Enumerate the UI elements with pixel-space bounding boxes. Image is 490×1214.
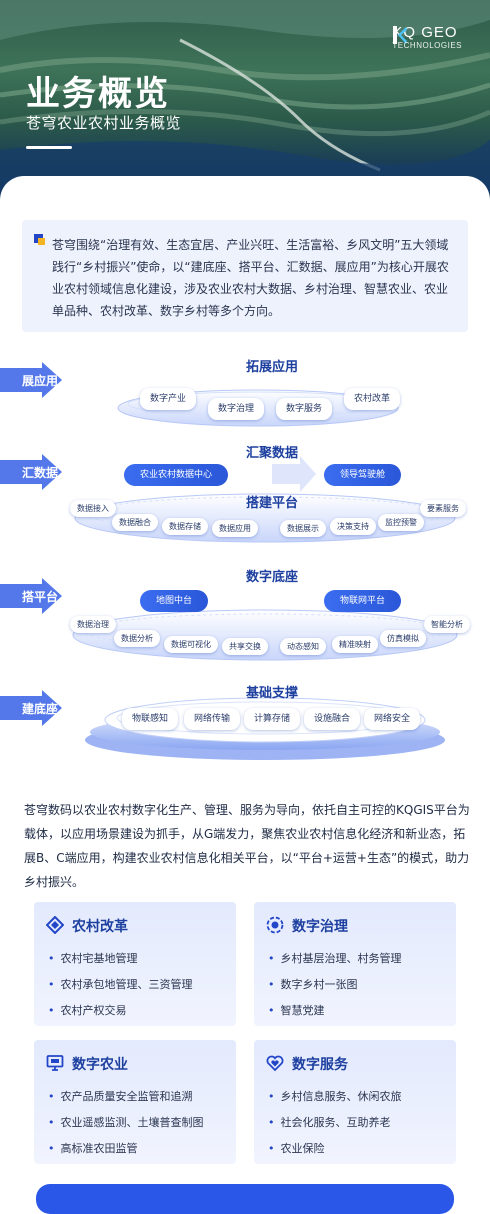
- map-platform-badge: 地图中台: [140, 590, 209, 612]
- layer-item: 监控预警: [378, 514, 424, 531]
- card-title: 数字治理: [292, 919, 348, 935]
- layer-item: 数据接入: [70, 500, 116, 517]
- layer-item: 精准映射: [332, 636, 378, 653]
- layer-item: 数据应用: [212, 520, 258, 537]
- intro-bullet-accent-icon: [38, 238, 45, 245]
- list-item: 乡村基层治理、村务管理: [268, 946, 402, 972]
- arrow-label-platform: 搭平台: [22, 590, 59, 604]
- list-item: 社会化服务、互助养老: [268, 1110, 402, 1136]
- layer-title-foundation: 数字底座: [245, 570, 298, 585]
- layer-title-data: 汇聚数据: [245, 446, 298, 461]
- layer-item: 数据存储: [162, 518, 208, 535]
- page-title: 业务概览: [26, 74, 170, 114]
- layer-item: 数字服务: [276, 398, 333, 420]
- layer-item: 网络安全: [364, 708, 421, 730]
- layer-item: 数字治理: [208, 398, 265, 420]
- monitor-icon: [46, 1055, 64, 1071]
- layer-item: 数据治理: [70, 616, 116, 633]
- layer-item: 动态感知: [280, 638, 326, 655]
- layer-item: 农村改革: [344, 388, 401, 410]
- layer-item: 数据融合: [112, 514, 158, 531]
- card-list: 乡村信息服务、休闲农旅 社会化服务、互助养老 农业保险: [268, 1084, 402, 1162]
- summary-text: 苍穹数码以农业农村数字化生产、管理、服务为导向，依托自主可控的KQGIS平台为载…: [24, 803, 470, 889]
- arrow-icon: [0, 454, 62, 490]
- logo-name: KQ GEO: [392, 24, 458, 41]
- list-item: 高标准农田监管: [48, 1136, 204, 1162]
- arrow-label-apply: 展应用: [22, 374, 59, 388]
- list-item: 农村产权交易: [48, 998, 193, 1024]
- heart-icon: [266, 1055, 284, 1072]
- card-list: 农产品质量安全监管和追溯 农业遥感监测、土壤普查制图 高标准农田监管: [48, 1084, 204, 1162]
- card-list: 农村宅基地管理 农村承包地管理、三资管理 农村产权交易: [48, 946, 193, 1024]
- layer-item: 数据可视化: [164, 636, 218, 653]
- card-title: 农村改革: [72, 919, 128, 935]
- layer-item: 数字产业: [140, 388, 197, 410]
- layer-item: 数据分析: [114, 630, 160, 647]
- company-logo: KQ GEO TECHNOLOGIES: [392, 24, 462, 50]
- list-item: 农村宅基地管理: [48, 946, 193, 972]
- hero-banner: KQ GEO TECHNOLOGIES 业务概览 苍穹农业农村业务概览: [0, 0, 490, 200]
- card-title: 数字农业: [72, 1057, 128, 1073]
- list-item: 数字乡村一张图: [268, 972, 402, 998]
- layer-item: 网络传输: [184, 708, 241, 730]
- layer-item: 设施融合: [304, 708, 361, 730]
- card-digital-governance: 数字治理 乡村基层治理、村务管理 数字乡村一张图 智慧党建: [254, 902, 456, 1026]
- list-item: 农产品质量安全监管和追溯: [48, 1084, 204, 1110]
- card-title: 数字服务: [292, 1057, 348, 1073]
- layer-item: 物联感知: [122, 708, 179, 730]
- arrow-label-data: 汇数据: [22, 466, 59, 480]
- layer-item: 决策支持: [330, 518, 376, 535]
- title-underline: [26, 146, 72, 149]
- layer-item: 智能分析: [424, 616, 470, 633]
- intro-text: 苍穹围绕“治理有效、生态宜居、产业兴旺、生活富裕、乡风文明”五大领域践行“乡村振…: [52, 238, 449, 318]
- layer-item: 仿真模拟: [380, 630, 426, 647]
- logo-subtitle: TECHNOLOGIES: [392, 41, 462, 50]
- card-list: 乡村基层治理、村务管理 数字乡村一张图 智慧党建: [268, 946, 402, 1024]
- layer-title-apply: 拓展应用: [245, 360, 298, 375]
- bottom-banner: [36, 1184, 454, 1214]
- card-digital-service: 数字服务 乡村信息服务、休闲农旅 社会化服务、互助养老 农业保险: [254, 1040, 456, 1164]
- arrow-icon: [0, 578, 62, 614]
- page-subtitle: 苍穹农业农村业务概览: [26, 114, 182, 132]
- list-item: 农业保险: [268, 1136, 402, 1162]
- arrow-icon: [0, 362, 62, 398]
- layer-item: 共享交换: [222, 638, 268, 655]
- card-digital-agriculture: 数字农业 农产品质量安全监管和追溯 农业遥感监测、土壤普查制图 高标准农田监管: [34, 1040, 236, 1164]
- diamond-icon: [46, 916, 64, 934]
- list-item: 农业遥感监测、土壤普查制图: [48, 1110, 204, 1136]
- arrow-icon: [0, 690, 62, 726]
- layer-title-infrastructure: 基础支撑: [245, 686, 298, 701]
- layer-item: 计算存储: [244, 708, 301, 730]
- list-item: 乡村信息服务、休闲农旅: [268, 1084, 402, 1110]
- layer-title-platform: 搭建平台: [245, 496, 298, 511]
- arrow-label-base: 建底座: [22, 702, 59, 716]
- card-rural-reform: 农村改革 农村宅基地管理 农村承包地管理、三资管理 农村产权交易: [34, 902, 236, 1026]
- architecture-diagram: 展应用 汇数据 搭平台 建底座 拓展应用 数字产业 数字治理 数字服务 农村改革…: [0, 340, 490, 760]
- list-item: 智慧党建: [268, 998, 402, 1024]
- intro-box: [22, 220, 468, 332]
- content-sheet: [0, 176, 490, 1200]
- target-icon: [266, 916, 284, 934]
- layer-item: 要素服务: [420, 500, 466, 517]
- data-center-badge: 农业农村数据中心: [124, 464, 229, 486]
- layer-item: 数据展示: [280, 520, 326, 537]
- list-item: 农村承包地管理、三资管理: [48, 972, 193, 998]
- cockpit-badge: 领导驾驶舱: [324, 464, 402, 486]
- iot-platform-badge: 物联网平台: [324, 590, 402, 612]
- logo-icon: [393, 26, 408, 44]
